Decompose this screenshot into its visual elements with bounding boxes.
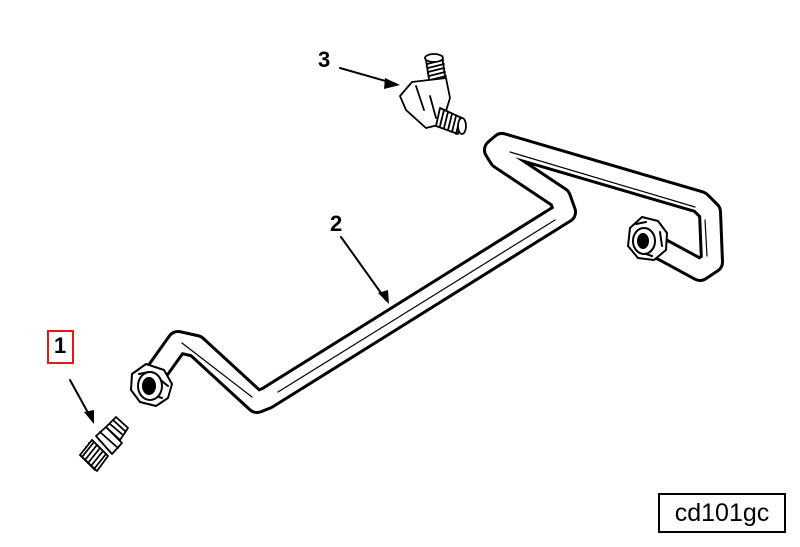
tube [136,132,724,414]
callout-2-label: 2 [330,211,343,236]
arrowhead-3 [384,78,400,89]
callout-1: 1 [47,330,75,364]
callout-3-label: 3 [318,47,331,72]
callout-2: 2 [330,213,342,235]
figure-id-box: cd101gc [658,493,786,533]
elbow-fitting [399,53,467,135]
tube-nut-right [627,216,668,261]
callout-1-label: 1 [54,333,67,358]
tube-nut-left [130,363,173,407]
straight-fitting [79,416,129,472]
figure-id: cd101gc [674,498,770,527]
arrowhead-2 [378,290,389,304]
tube-highlight-line [181,151,708,398]
leader-2 [340,236,387,301]
arrowhead-1 [84,410,94,424]
callout-3: 3 [318,49,330,71]
tube-outline-inner [139,135,721,411]
